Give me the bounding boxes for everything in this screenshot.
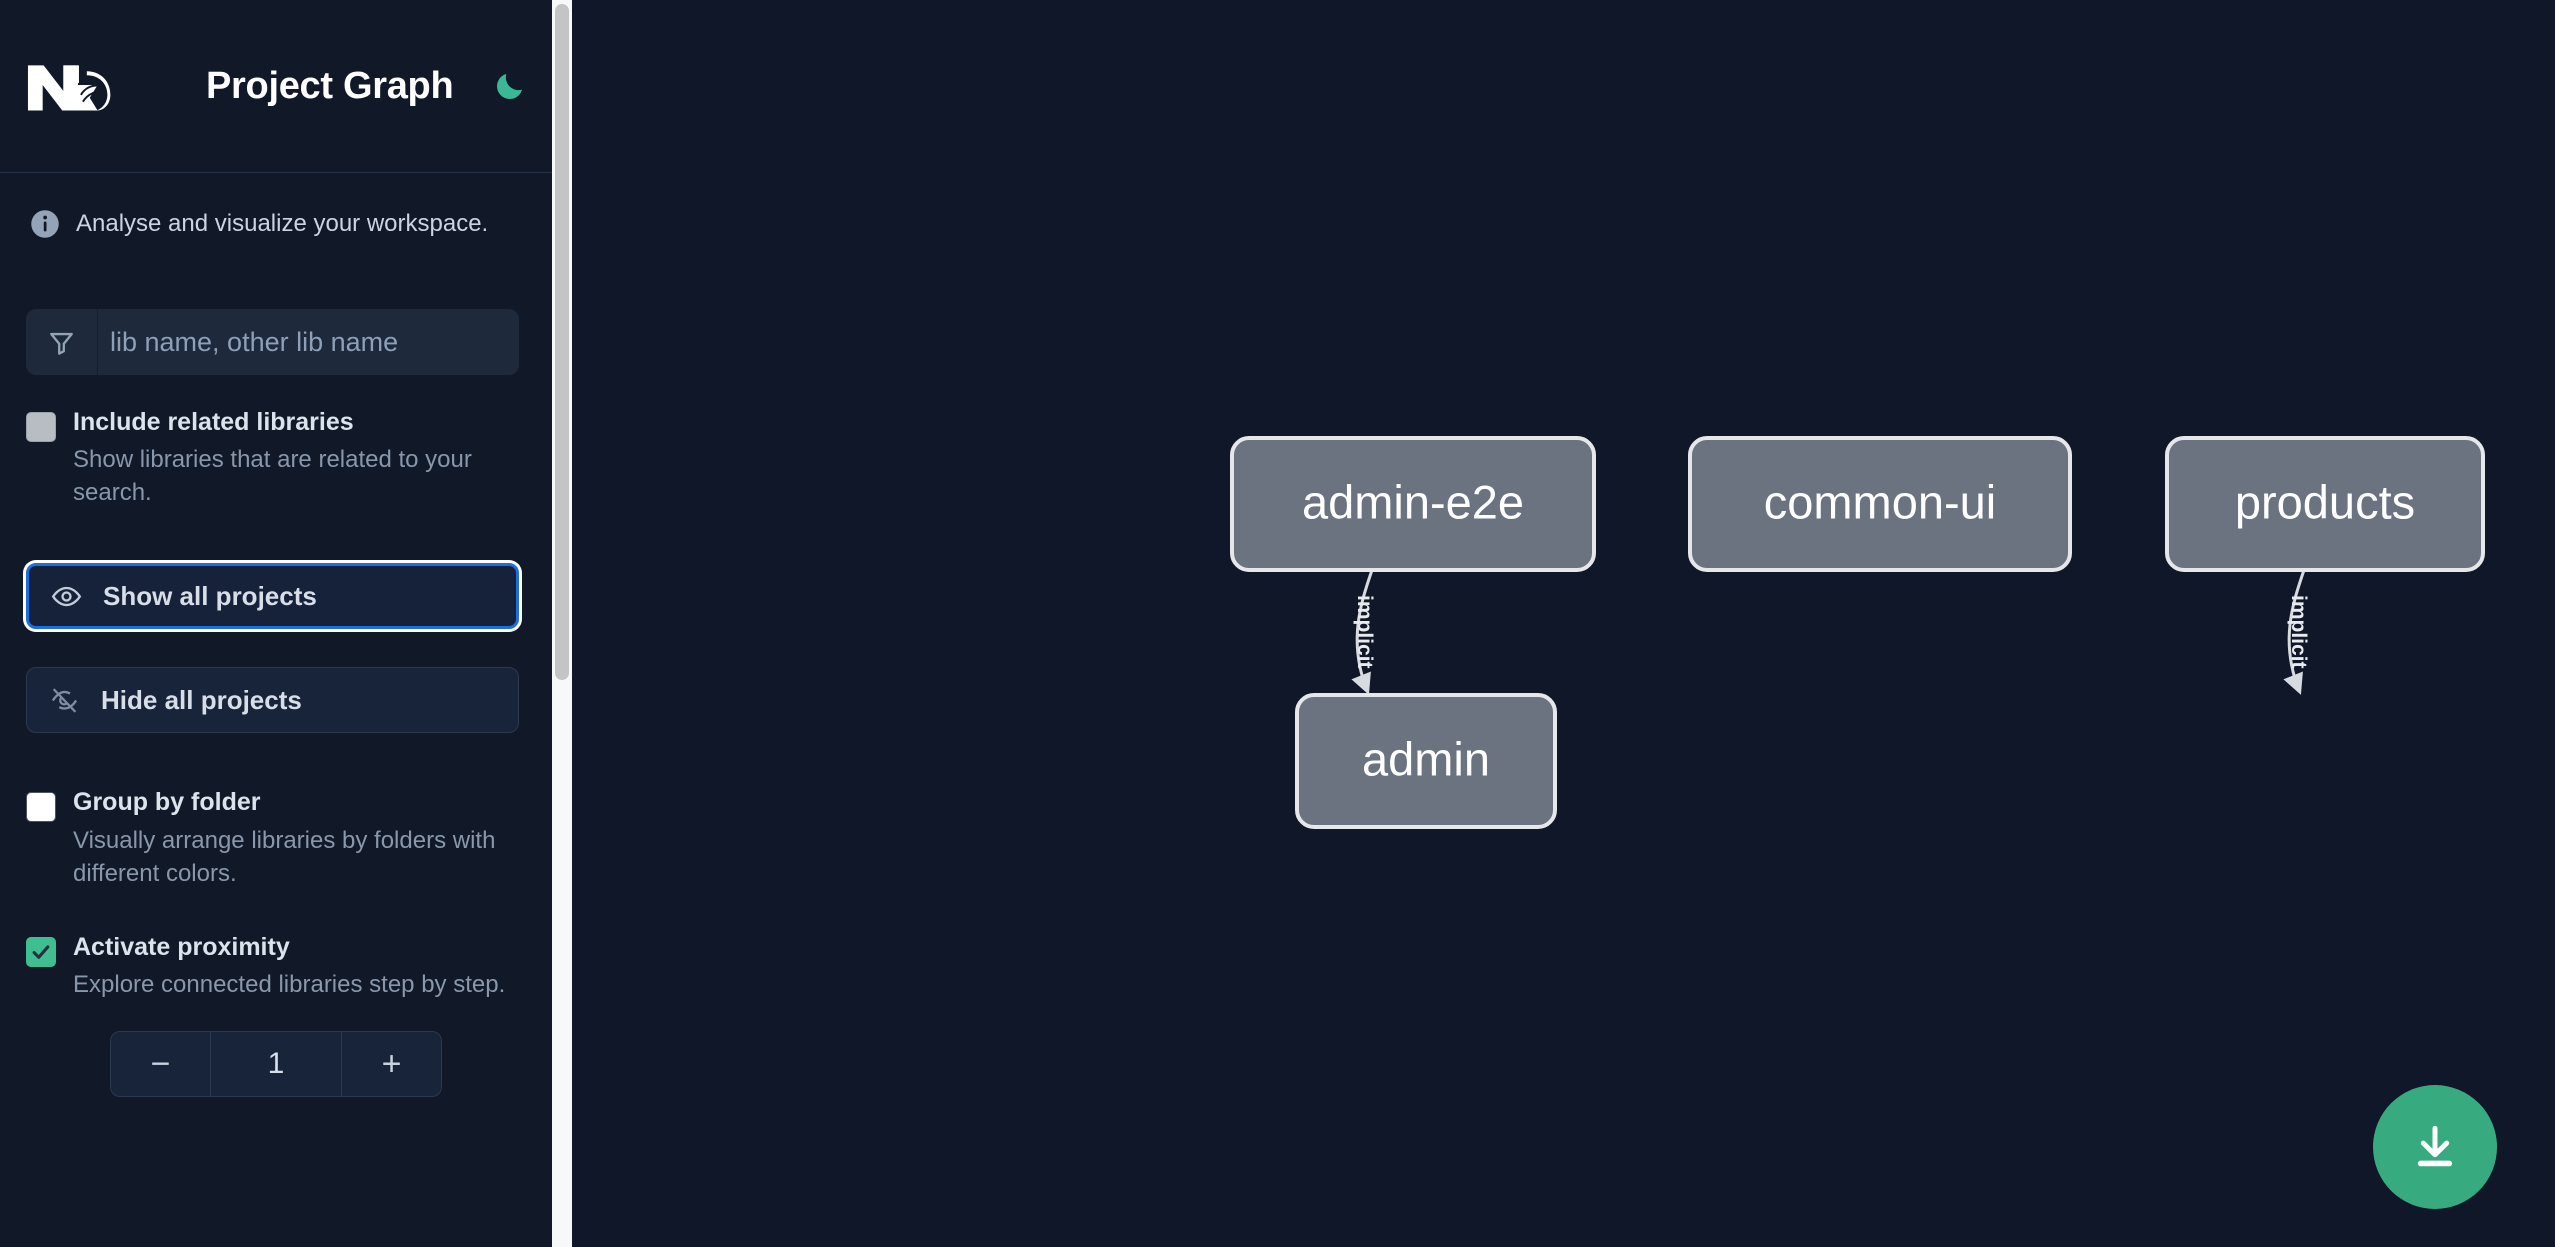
graph-node-admin-e2e[interactable]: admin-e2e	[1230, 436, 1596, 572]
node-label: products	[2235, 475, 2415, 528]
node-shape	[2165, 436, 2485, 572]
eye-off-icon	[27, 685, 101, 716]
moon-icon[interactable]	[489, 65, 531, 107]
edge-label-implicit: implicit	[1353, 595, 1376, 669]
option-group-by-folder[interactable]: Group by folder Visually arrange librari…	[0, 787, 552, 889]
show-all-projects-label: Show all projects	[103, 580, 317, 611]
stepper-decrement-button[interactable]: −	[111, 1032, 211, 1097]
option-text: Include related libraries Show libraries…	[73, 407, 518, 509]
node-shape	[1230, 436, 1596, 572]
edge-label-implicit: implicit	[2287, 595, 2310, 669]
graph-node-products[interactable]: products	[2165, 436, 2485, 572]
graph-node-admin[interactable]: admin	[1295, 693, 1557, 829]
option-text: Activate proximity Explore connected lib…	[73, 932, 505, 1001]
checkbox-group-by-folder[interactable]	[26, 792, 56, 823]
sidebar-scrollbar-thumb[interactable]	[555, 4, 569, 680]
option-activate-proximity[interactable]: Activate proximity Explore connected lib…	[0, 932, 552, 1001]
edge-store-e2e-store	[2283, 569, 2306, 695]
node-label: admin-e2e	[1302, 475, 1524, 528]
info-circle-icon	[30, 209, 60, 239]
graph-canvas[interactable]: implicit implicit admin-e2e common-ui pr…	[572, 0, 2555, 1247]
option-label: Group by folder	[73, 788, 261, 817]
show-all-projects-button[interactable]: Show all projects	[26, 563, 519, 630]
option-label: Activate proximity	[73, 932, 290, 961]
node-shape	[1295, 693, 1557, 829]
visibility-button-group: Show all projects Hide all projects	[0, 563, 552, 734]
graph-node-common-ui[interactable]: common-ui	[1688, 436, 2072, 572]
proximity-stepper[interactable]: − 1 +	[110, 1031, 442, 1098]
sidebar-tagline: Analyse and visualize your workspace.	[76, 210, 489, 237]
node-shape	[1688, 436, 2072, 572]
download-icon	[2417, 1125, 2453, 1167]
stepper-increment-button[interactable]: +	[341, 1032, 441, 1097]
nx-logo-icon	[26, 55, 128, 117]
hide-all-projects-button[interactable]: Hide all projects	[26, 667, 519, 734]
checkbox-activate-proximity[interactable]	[26, 936, 56, 967]
graph-edge-labels: implicit implicit	[1353, 595, 2310, 669]
search-input[interactable]	[98, 309, 519, 375]
option-label: Include related libraries	[73, 408, 354, 436]
node-label: common-ui	[1764, 475, 1996, 528]
option-text: Group by folder Visually arrange librari…	[73, 787, 518, 889]
download-graph-button[interactable]	[2373, 1085, 2497, 1209]
checkbox-include-related-libraries[interactable]	[26, 412, 56, 442]
sidebar: Project Graph Analyse and visualize your…	[0, 0, 552, 1247]
tagline-row: Analyse and visualize your workspace.	[0, 173, 552, 239]
project-graph-svg: implicit implicit admin-e2e common-ui pr…	[1230, 436, 2485, 829]
page-title: Project Graph	[206, 64, 454, 107]
edge-admin-e2e-admin	[1351, 569, 1374, 695]
option-description: Show libraries that are related to your …	[73, 446, 472, 507]
graph-nodes: admin-e2e common-ui products store-e2e a…	[1230, 436, 2485, 829]
option-description: Visually arrange libraries by folders wi…	[73, 826, 496, 887]
eye-icon	[29, 581, 103, 612]
node-label: admin	[1362, 732, 1490, 785]
hide-all-projects-label: Hide all projects	[101, 684, 302, 715]
sidebar-scrollbar-track[interactable]	[552, 0, 572, 1247]
graph-edges	[1351, 569, 2306, 695]
filter-icon	[26, 309, 98, 375]
stepper-value: 1	[267, 1047, 285, 1081]
search-box[interactable]	[26, 309, 519, 375]
option-description: Explore connected libraries step by step…	[73, 971, 506, 999]
option-include-related-libraries[interactable]: Include related libraries Show libraries…	[0, 407, 552, 509]
sidebar-header: Project Graph	[0, 0, 552, 173]
check-icon	[32, 945, 50, 959]
